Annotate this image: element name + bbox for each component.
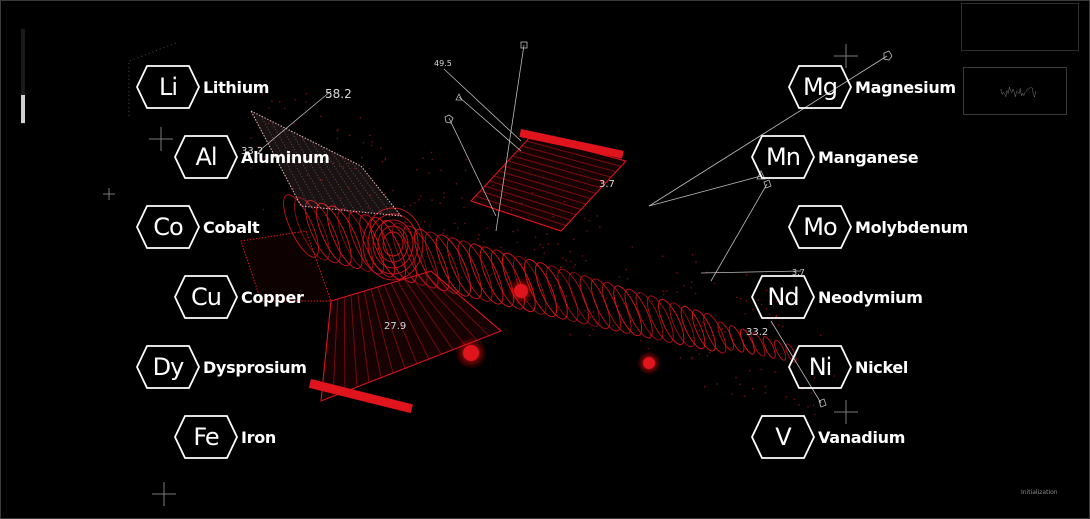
element-item-nickel[interactable]: Ni Nickel: [787, 344, 908, 390]
element-item-molybdenum[interactable]: Mo Molybdenum: [787, 204, 968, 250]
element-name: Magnesium: [855, 78, 956, 97]
element-symbol: Cu: [173, 274, 239, 320]
hud-status-label: Initialization: [1021, 489, 1058, 496]
measurement-label: 3.7: [599, 179, 615, 190]
element-symbol: Ni: [787, 344, 853, 390]
element-item-neodymium[interactable]: Nd Neodymium: [750, 274, 923, 320]
element-name: Neodymium: [818, 288, 923, 307]
element-name: Vanadium: [818, 428, 905, 447]
element-item-magnesium[interactable]: Mg Magnesium: [787, 64, 956, 110]
element-item-cobalt[interactable]: Co Cobalt: [135, 204, 259, 250]
element-name: Aluminum: [241, 148, 329, 167]
element-name: Cobalt: [203, 218, 259, 237]
element-symbol: Co: [135, 204, 201, 250]
element-name: Molybdenum: [855, 218, 968, 237]
element-symbol: Nd: [750, 274, 816, 320]
element-symbol: Al: [173, 134, 239, 180]
element-symbol: Mn: [750, 134, 816, 180]
element-item-copper[interactable]: Cu Copper: [173, 274, 304, 320]
element-name: Dysprosium: [203, 358, 307, 377]
measurement-label: 49.5: [434, 59, 452, 68]
scrollbar-thumb[interactable]: [21, 95, 25, 123]
element-name: Iron: [241, 428, 276, 447]
hud-readout-panel: [961, 3, 1079, 51]
element-item-aluminum[interactable]: Al Aluminum: [173, 134, 329, 180]
measurement-label: 58.2: [325, 87, 352, 101]
element-symbol: V: [750, 414, 816, 460]
element-item-lithium[interactable]: Li Lithium: [135, 64, 269, 110]
element-item-vanadium[interactable]: V Vanadium: [750, 414, 905, 460]
element-name: Nickel: [855, 358, 908, 377]
element-name: Copper: [241, 288, 304, 307]
element-item-dysprosium[interactable]: Dy Dysprosium: [135, 344, 307, 390]
measurement-label: 33.2: [746, 327, 768, 338]
scrollbar[interactable]: [21, 29, 25, 124]
element-symbol: Li: [135, 64, 201, 110]
element-name: Manganese: [818, 148, 918, 167]
measurement-label: 27.9: [384, 321, 406, 332]
element-symbol: Mg: [787, 64, 853, 110]
element-item-manganese[interactable]: Mn Manganese: [750, 134, 918, 180]
element-name: Lithium: [203, 78, 269, 97]
element-symbol: Dy: [135, 344, 201, 390]
element-symbol: Mo: [787, 204, 853, 250]
hud-scope-panel: [963, 67, 1067, 115]
element-symbol: Fe: [173, 414, 239, 460]
element-item-iron[interactable]: Fe Iron: [173, 414, 276, 460]
